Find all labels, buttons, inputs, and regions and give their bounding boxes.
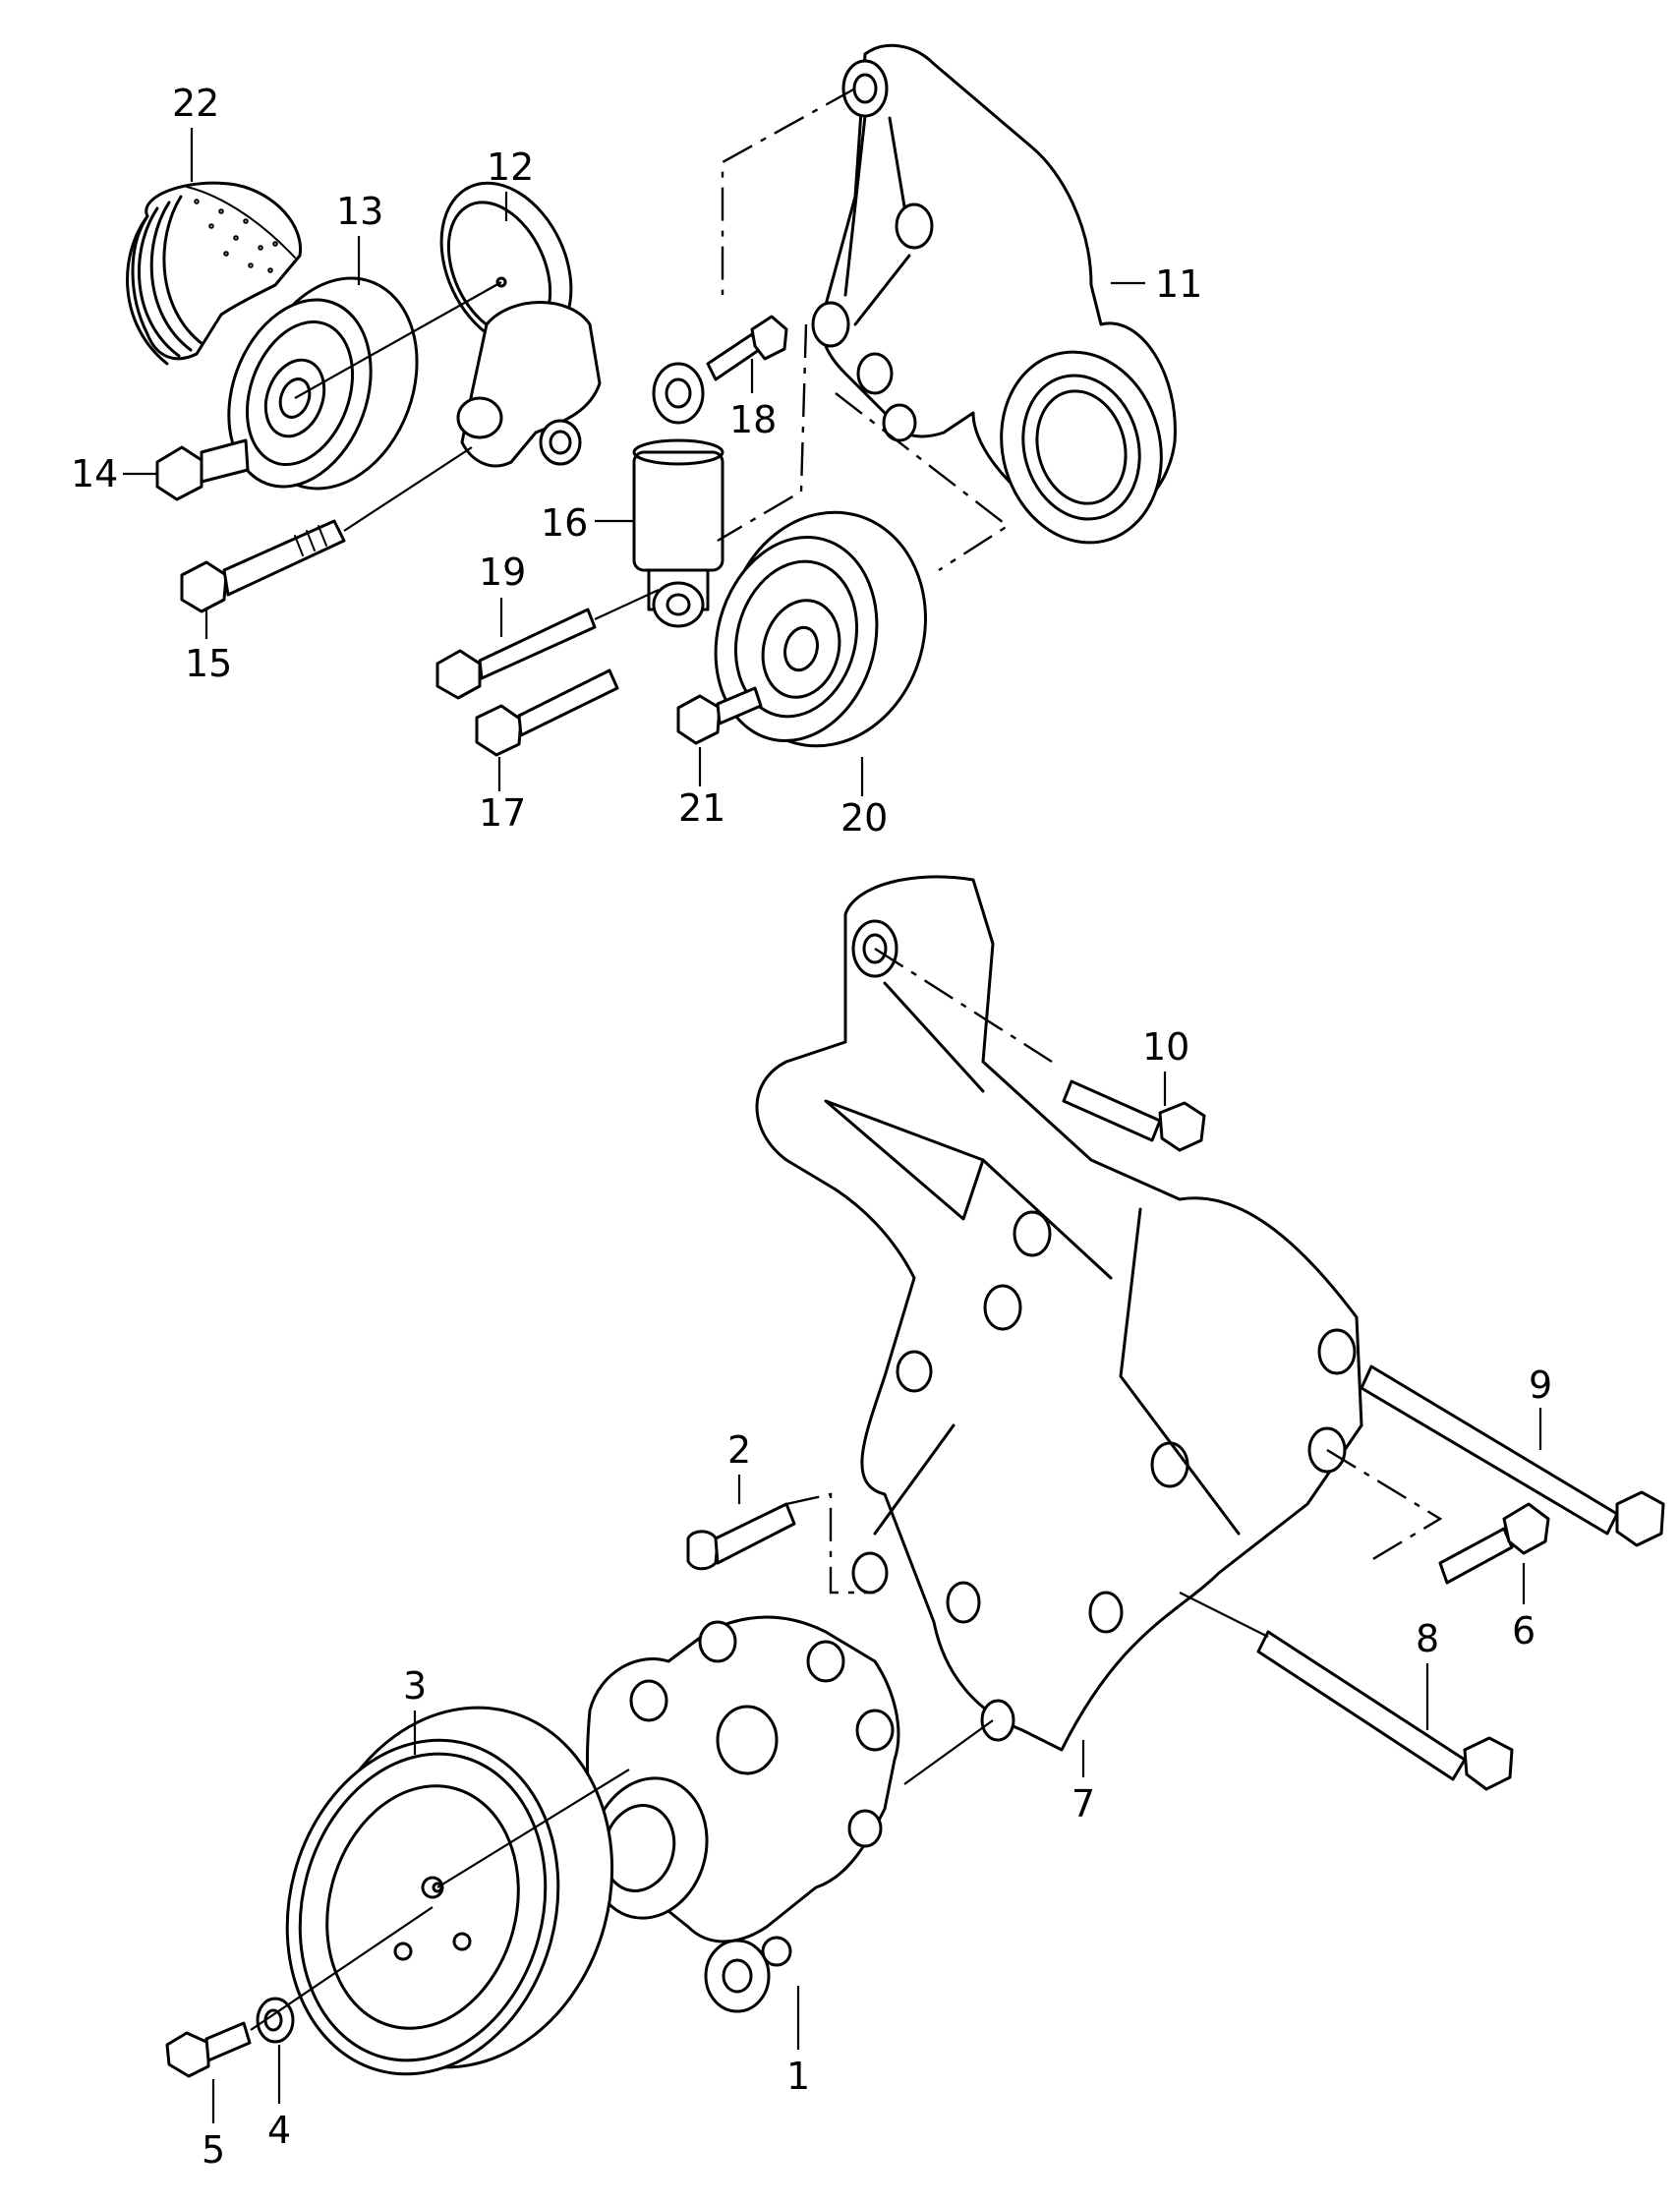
washer-4 bbox=[256, 1997, 295, 2044]
tension-pulley-13 bbox=[227, 276, 419, 491]
callout-19: 19 bbox=[479, 551, 526, 594]
bolt-6 bbox=[1438, 1502, 1550, 1585]
callout-22: 22 bbox=[172, 82, 219, 125]
callout-7: 7 bbox=[1072, 1782, 1095, 1826]
callout-18: 18 bbox=[729, 398, 777, 441]
centerline-upper-c bbox=[835, 392, 1011, 572]
callout-17: 17 bbox=[479, 791, 526, 835]
callouts: 22 13 12 11 18 14 16 19 15 21 17 20 10 9… bbox=[71, 82, 1552, 2172]
centerline-lower-c bbox=[1326, 1448, 1443, 1565]
callout-13: 13 bbox=[336, 190, 383, 233]
callout-8: 8 bbox=[1416, 1617, 1439, 1660]
bolt-8 bbox=[1256, 1630, 1514, 1791]
centerline-lower-a bbox=[874, 947, 1053, 1064]
callout-1: 1 bbox=[786, 2055, 810, 2098]
bolt-19 bbox=[435, 608, 597, 700]
callout-9: 9 bbox=[1529, 1363, 1552, 1407]
axis-line-15 bbox=[343, 446, 473, 532]
axis-line-8 bbox=[1179, 1592, 1269, 1638]
axis-line-19 bbox=[594, 589, 660, 620]
bolt-18 bbox=[706, 315, 788, 381]
power-steering-pump-1 bbox=[586, 1615, 900, 2013]
callout-6: 6 bbox=[1512, 1609, 1535, 1653]
callout-21: 21 bbox=[678, 786, 725, 830]
callout-4: 4 bbox=[267, 2109, 291, 2152]
bolt-21 bbox=[676, 686, 763, 745]
axis-line-13 bbox=[294, 281, 502, 399]
tensioner-arm bbox=[456, 301, 602, 468]
ribbed-belt-22 bbox=[126, 181, 303, 366]
axis-line-pump bbox=[903, 1719, 994, 1785]
callout-15: 15 bbox=[185, 642, 232, 685]
bolt-17 bbox=[475, 668, 619, 757]
bolt-15 bbox=[180, 519, 346, 613]
callout-14: 14 bbox=[71, 452, 118, 495]
bolt-14 bbox=[155, 438, 250, 501]
bolt-5 bbox=[165, 2021, 252, 2078]
damper-16 bbox=[632, 362, 724, 628]
callout-12: 12 bbox=[487, 145, 534, 189]
pulley-3 bbox=[285, 1706, 614, 2076]
callout-10: 10 bbox=[1142, 1025, 1189, 1069]
callout-3: 3 bbox=[403, 1664, 427, 1708]
bracket-11 bbox=[811, 43, 1177, 545]
bolt-9 bbox=[1360, 1364, 1665, 1547]
bolt-10 bbox=[1062, 1079, 1206, 1152]
centerline-upper-a bbox=[721, 87, 856, 295]
axis-line-5 bbox=[250, 1906, 434, 2031]
callout-2: 2 bbox=[727, 1428, 751, 1472]
callout-5: 5 bbox=[202, 2128, 225, 2172]
axis-line-3 bbox=[436, 1769, 630, 1888]
bracket-7 bbox=[755, 875, 1363, 1752]
centerline-lower-b bbox=[785, 1492, 875, 1595]
callout-16: 16 bbox=[541, 501, 588, 545]
callout-11: 11 bbox=[1155, 262, 1202, 306]
callout-20: 20 bbox=[840, 796, 888, 840]
bolt-2 bbox=[686, 1502, 796, 1571]
